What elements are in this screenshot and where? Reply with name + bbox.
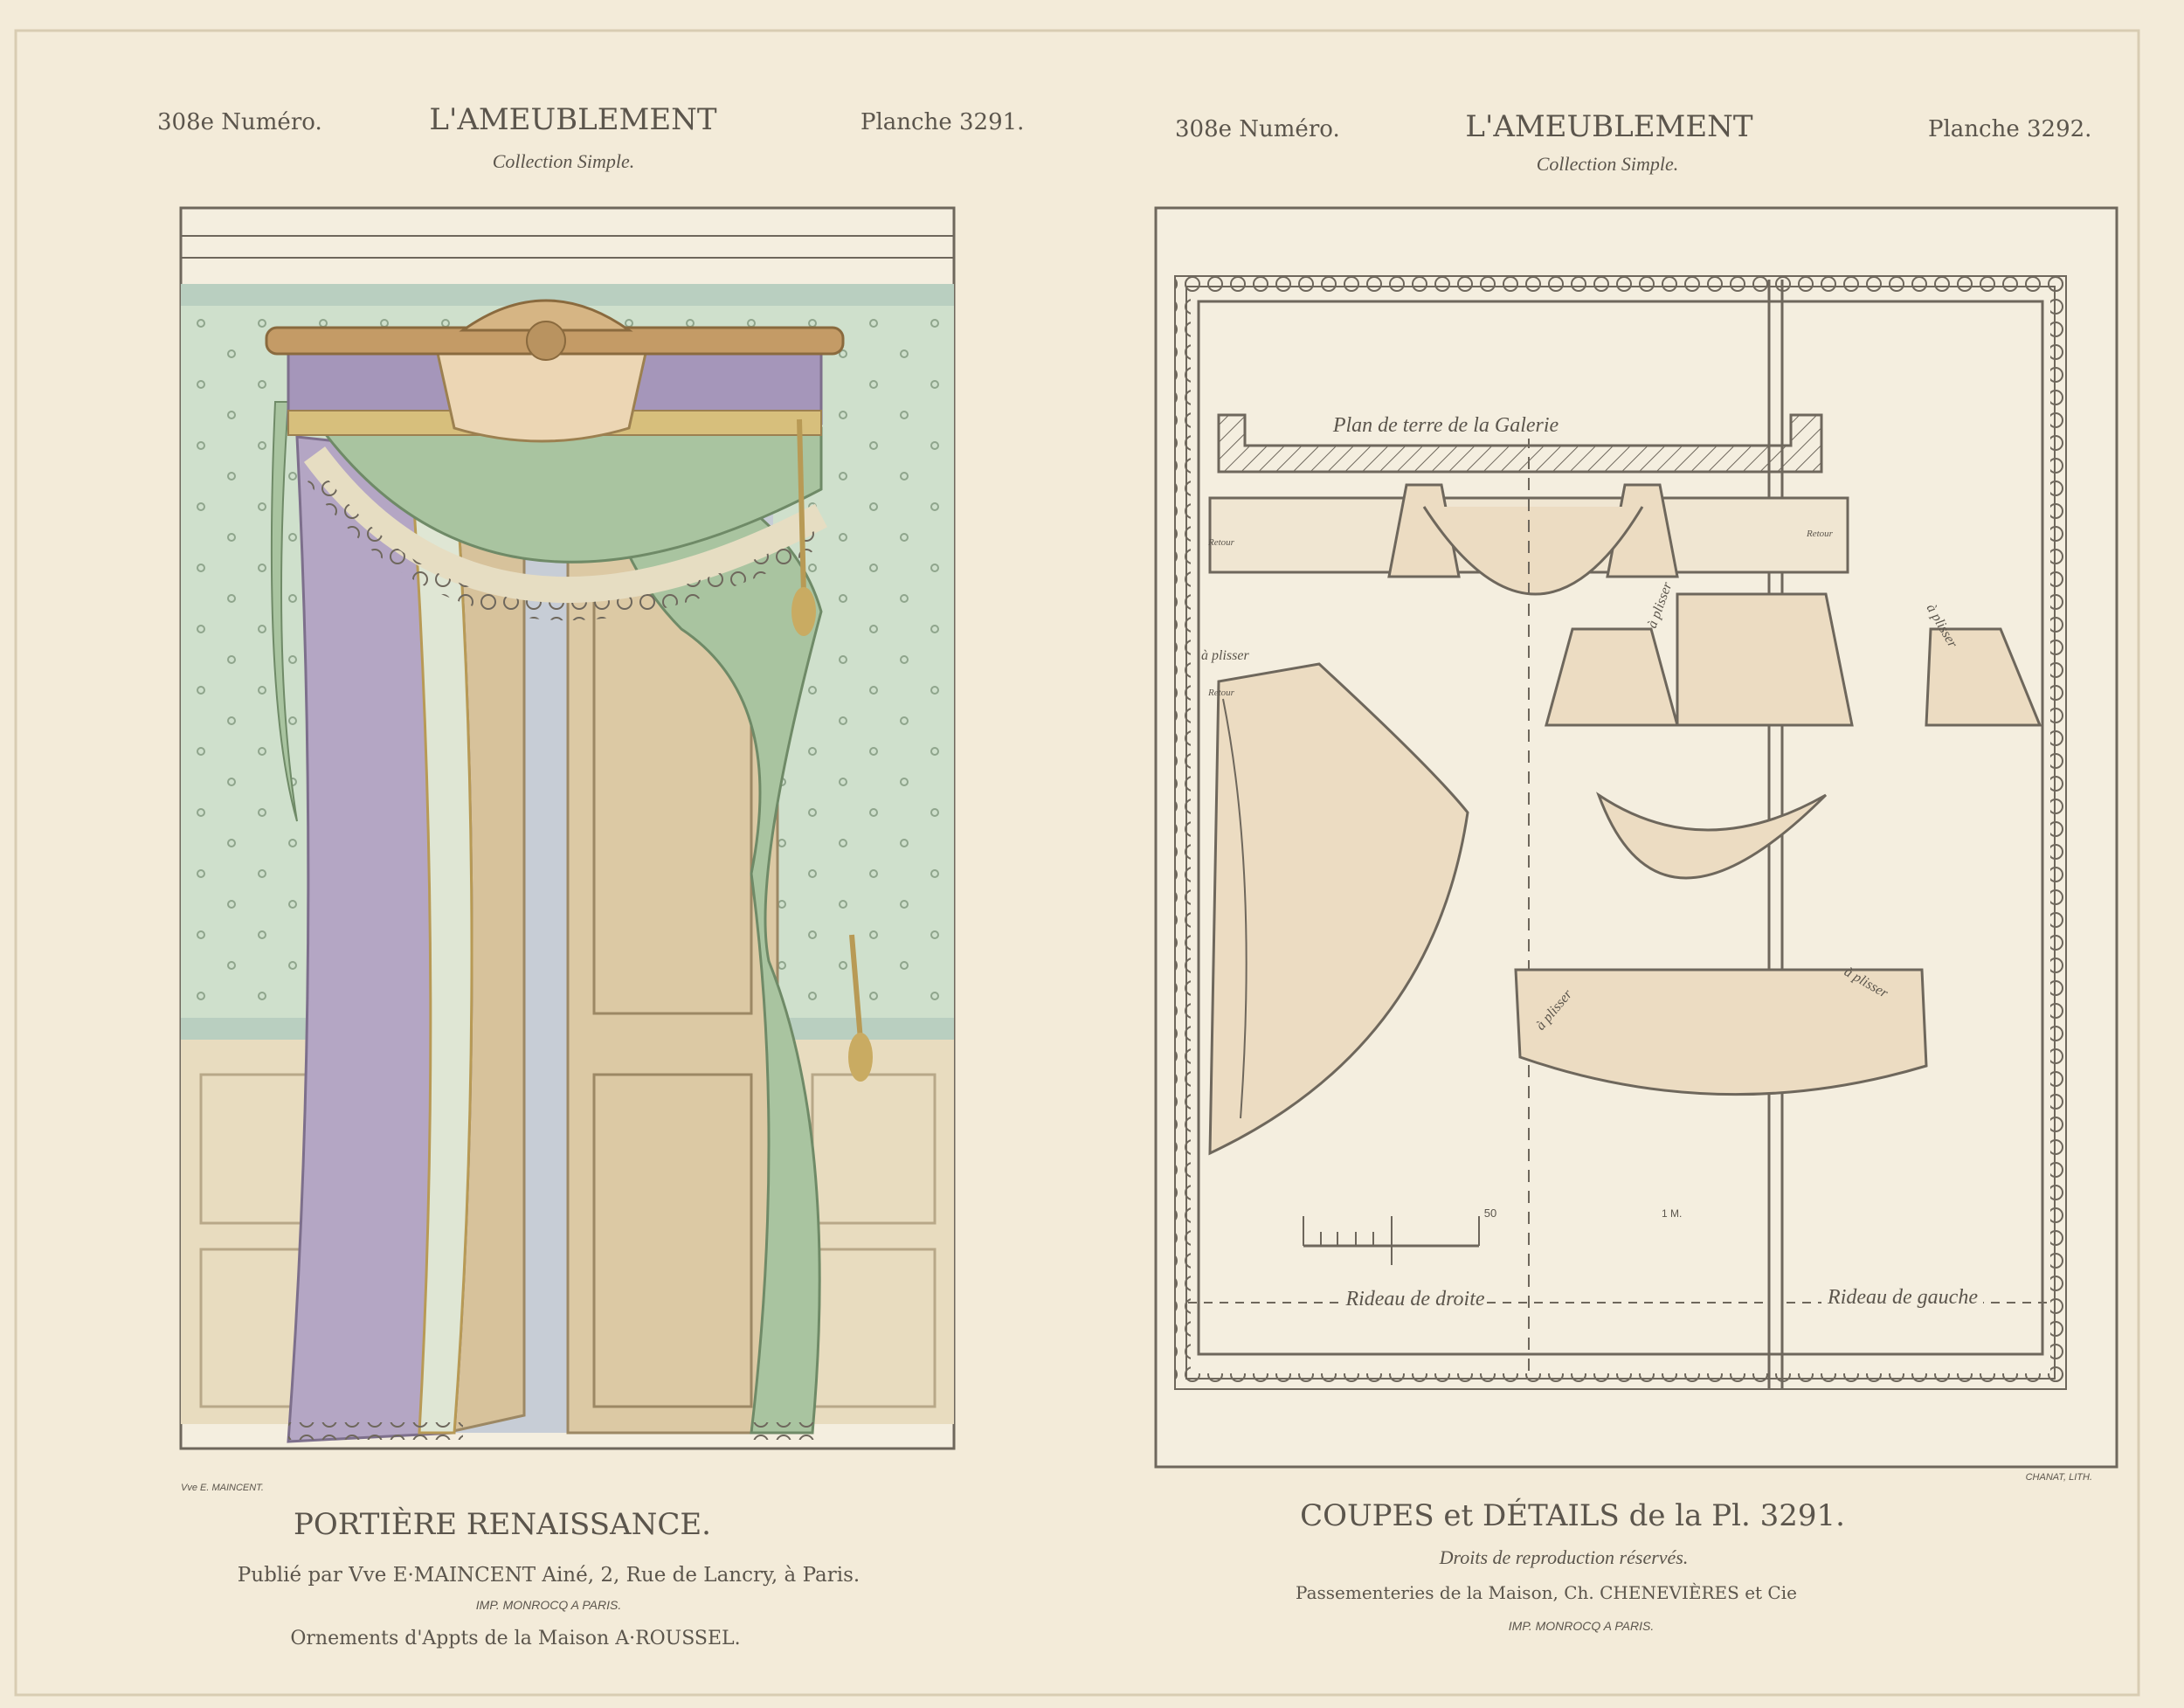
left-printer: IMP. MONROCQ A PARIS. [476, 1598, 621, 1612]
right-journal-title: L'AMEUBLEMENT [1465, 109, 1753, 144]
left-publisher: Publié par Vve E·MAINCENT Ainé, 2, Rue d… [238, 1564, 860, 1587]
scale-bar [1303, 1216, 1480, 1265]
right-trimmings: Passementeries de la Maison, Ch. CHENEVI… [1296, 1582, 1797, 1603]
left-plate [179, 206, 956, 1450]
label-retour-side: Retour [1207, 688, 1235, 698]
left-journal-title: L'AMEUBLEMENT [429, 102, 717, 137]
label-rideau-droite: Rideau de droite [1344, 1288, 1484, 1310]
left-plate-number: Planche 3291. [860, 109, 1024, 135]
label-a-plisser-1: à plisser [1201, 648, 1249, 663]
tieback-tassel [848, 1033, 873, 1082]
scale-label-50: 50 [1484, 1207, 1496, 1220]
lithographer-signature: CHANAT, LITH. [2026, 1472, 2092, 1483]
label-plan: Plan de terre de la Galerie [1332, 414, 1559, 437]
lion-crest [459, 299, 633, 332]
label-rideau-gauche: Rideau de gauche [1827, 1286, 1978, 1309]
right-title: COUPES et DÉTAILS de la Pl. 3291. [1300, 1497, 1845, 1533]
scale-label-1m: 1 M. [1662, 1207, 1682, 1220]
right-printer: IMP. MONROCQ A PARIS. [1509, 1619, 1654, 1633]
right-plate [1154, 206, 2118, 1469]
right-collection: Collection Simple. [1537, 153, 1679, 175]
left-collection: Collection Simple. [493, 150, 635, 172]
label-retour-left: Retour [1207, 537, 1235, 548]
right-plate-number: Planche 3292. [1928, 116, 2091, 142]
left-ornaments: Ornements d'Appts de la Maison A·ROUSSEL… [290, 1628, 740, 1649]
tassel [791, 587, 816, 636]
curtain-pattern [1208, 662, 1469, 1156]
center-drape [435, 348, 648, 443]
artist-signature: Vve E. MAINCENT. [181, 1483, 264, 1493]
label-retour-right: Retour [1806, 529, 1834, 539]
right-rights: Droits de reproduction réservés. [1439, 1546, 1689, 1568]
plan-section [1217, 413, 1823, 474]
right-issue: 308e Numéro. [1175, 116, 1340, 142]
left-issue: 308e Numéro. [157, 109, 322, 135]
swag [313, 409, 823, 564]
sheet-edge [14, 29, 2140, 1697]
left-title: PORTIÈRE RENAISSANCE. [294, 1506, 711, 1542]
